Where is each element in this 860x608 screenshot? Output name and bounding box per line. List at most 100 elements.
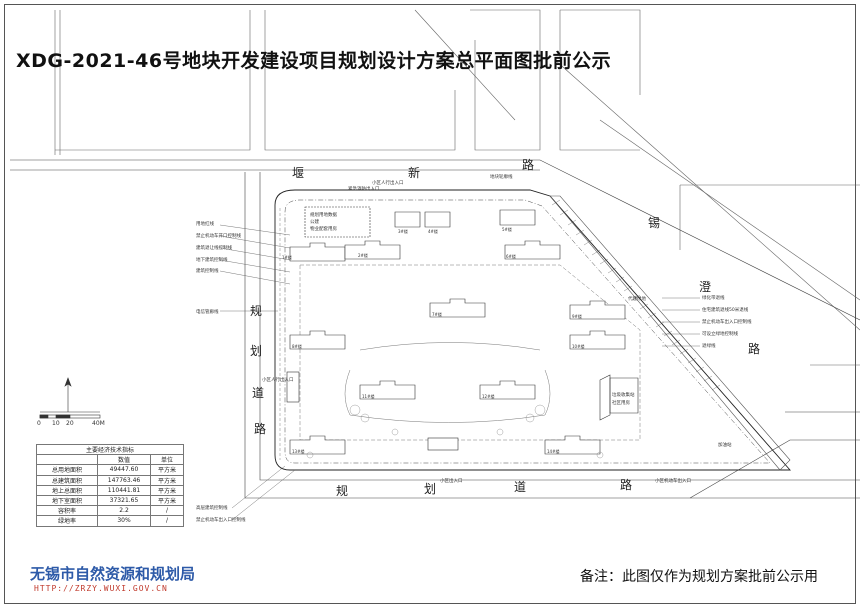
table-cell: 总用地面积 bbox=[36, 464, 98, 476]
building-label-2: 2#楼 bbox=[358, 253, 368, 258]
table-row: 总建筑面积 147763.46 平方米 bbox=[36, 474, 184, 486]
landscape bbox=[306, 404, 604, 459]
building-11 bbox=[359, 380, 416, 400]
building-2 bbox=[344, 240, 401, 260]
road-edges bbox=[10, 159, 860, 499]
label-left-1: 用地红线 bbox=[196, 222, 214, 227]
table-cell: 平方米 bbox=[150, 484, 184, 496]
table-caption: 主要经济技术指标 bbox=[36, 443, 184, 456]
table-row: 总用地面积 49447.60 平方米 bbox=[36, 464, 184, 476]
internal-road bbox=[299, 264, 641, 441]
label-entrance-west: 小区人行出入口 bbox=[262, 378, 294, 383]
table-cell: 平方米 bbox=[150, 494, 184, 507]
road-west-char-4: 路 bbox=[254, 422, 267, 436]
west-gate-building bbox=[286, 371, 300, 403]
building-8 bbox=[289, 330, 346, 350]
road-east-char-3: 路 bbox=[748, 342, 761, 356]
building-3 bbox=[394, 211, 421, 228]
label-left-5: 建筑控制线 bbox=[196, 269, 219, 274]
scale-tick-40: 40M bbox=[92, 420, 105, 427]
table-header-row: 数值 单位 bbox=[36, 454, 184, 466]
table-cell: 平方米 bbox=[150, 474, 184, 486]
label-site-boundary: 地块轮廓线 bbox=[490, 175, 513, 180]
road-north-char-3: 路 bbox=[522, 158, 535, 172]
table-cell: 49447.60 bbox=[97, 464, 151, 476]
building-label-5: 5#楼 bbox=[502, 227, 512, 232]
label-entrance-north: 小区人行出入口 bbox=[372, 181, 404, 186]
building-12 bbox=[479, 380, 536, 400]
table-row: 地下室面积 37321.65 平方米 bbox=[36, 494, 184, 507]
table-cell: 110441.81 bbox=[97, 484, 151, 496]
pavilion bbox=[427, 437, 459, 451]
table-header: 数值 bbox=[97, 454, 151, 466]
authority-url: HTTP://ZRZY.WUXI.GOV.CN bbox=[34, 584, 168, 593]
table-cell: 30% bbox=[97, 515, 151, 527]
label-right-1: 绿化带退线 bbox=[702, 296, 725, 301]
table-cell: 147763.46 bbox=[97, 474, 151, 486]
building-9 bbox=[569, 300, 626, 320]
commercial-label-3: 物业配套用房 bbox=[310, 227, 337, 232]
road-north-char-2: 新 bbox=[408, 166, 421, 180]
building-10 bbox=[569, 330, 626, 350]
building-label-7: 7#楼 bbox=[432, 312, 442, 317]
building-label-14: 14#楼 bbox=[547, 449, 560, 454]
table-cell: 绿地率 bbox=[36, 515, 98, 527]
building-label-3: 3#楼 bbox=[398, 229, 408, 234]
building-label-6: 6#楼 bbox=[506, 254, 516, 259]
table-cell: 总建筑面积 bbox=[36, 474, 98, 486]
label-gas-station: 加油站 bbox=[718, 443, 732, 448]
road-west-char-2: 划 bbox=[250, 344, 263, 358]
label-entrance-north2: 紧急消防出入口 bbox=[348, 187, 380, 192]
surrounding-blocks bbox=[54, 9, 860, 366]
label-left-mid: 电信管廊线 bbox=[196, 310, 219, 315]
label-green-belt: 代建绿地 bbox=[628, 297, 646, 302]
label-entrance-south: 小区出入口 bbox=[440, 479, 463, 484]
road-north-char-1: 堰 bbox=[292, 166, 305, 180]
table-row: 地上总面积 110441.81 平方米 bbox=[36, 484, 184, 496]
scale-tick-20: 20 bbox=[66, 420, 74, 427]
building-label-4: 4#楼 bbox=[428, 229, 438, 234]
building-13 bbox=[289, 435, 346, 455]
building-label-9: 9#楼 bbox=[572, 314, 582, 319]
building-4 bbox=[424, 211, 451, 228]
label-left-4: 地下建筑控制线 bbox=[196, 258, 228, 263]
table-header: 单位 bbox=[150, 454, 184, 466]
building-label-11: 11#楼 bbox=[362, 394, 375, 399]
label-bottom-left-1: 高层建筑控制线 bbox=[196, 506, 228, 511]
road-west-char-1: 规 bbox=[250, 304, 263, 318]
road-south-char-2: 划 bbox=[424, 482, 437, 496]
leader-lines-east bbox=[662, 297, 700, 347]
road-south-char-1: 规 bbox=[336, 484, 349, 498]
road-west-char-3: 道 bbox=[252, 386, 265, 400]
technical-indices-table: 主要经济技术指标 数值 单位 总用地面积 49447.60 平方米 总建筑面积 … bbox=[36, 443, 184, 527]
green-belt-hatch bbox=[549, 195, 791, 471]
table-cell: / bbox=[150, 505, 184, 517]
scale-tick-10: 10 bbox=[52, 420, 60, 427]
building-6 bbox=[504, 240, 561, 260]
road-east-char-1: 锡 bbox=[648, 216, 661, 230]
building-label-1: 1#楼 bbox=[282, 255, 292, 260]
table-row: 容积率 2.2 / bbox=[36, 505, 184, 517]
commercial-label-1: 规划用地数据 bbox=[310, 213, 337, 218]
facility-label-2: 社区用房 bbox=[612, 401, 630, 406]
table-cell: 地下室面积 bbox=[36, 494, 98, 507]
authority-name: 无锡市自然资源和规划局 bbox=[30, 565, 196, 583]
label-right-3: 禁止机动车出入口控制线 bbox=[702, 320, 752, 325]
label-right-4: 可设立绿地控制线 bbox=[702, 332, 738, 337]
table-cell: 容积率 bbox=[36, 505, 98, 517]
table-row: 绿地率 30% / bbox=[36, 515, 184, 527]
page-title: XDG-2021-46号地块开发建设项目规划设计方案总平面图批前公示 bbox=[16, 50, 612, 72]
leader-lines-west bbox=[219, 224, 296, 521]
commercial-label-2: 公建 bbox=[310, 220, 319, 225]
drawing-frame bbox=[4, 4, 856, 604]
scale-and-north bbox=[39, 377, 101, 419]
commercial-block bbox=[304, 206, 371, 238]
building-label-10: 10#楼 bbox=[572, 344, 585, 349]
road-east-char-2: 澄 bbox=[699, 280, 712, 294]
table-cell: 2.2 bbox=[97, 505, 151, 517]
building-1 bbox=[289, 242, 346, 262]
facility-label-1: 垃圾收集站 bbox=[612, 393, 635, 398]
label-right-5: 退绿线 bbox=[702, 344, 716, 349]
table-cell: / bbox=[150, 515, 184, 527]
label-bottom-left-2: 禁止机动车出入口控制线 bbox=[196, 518, 246, 523]
